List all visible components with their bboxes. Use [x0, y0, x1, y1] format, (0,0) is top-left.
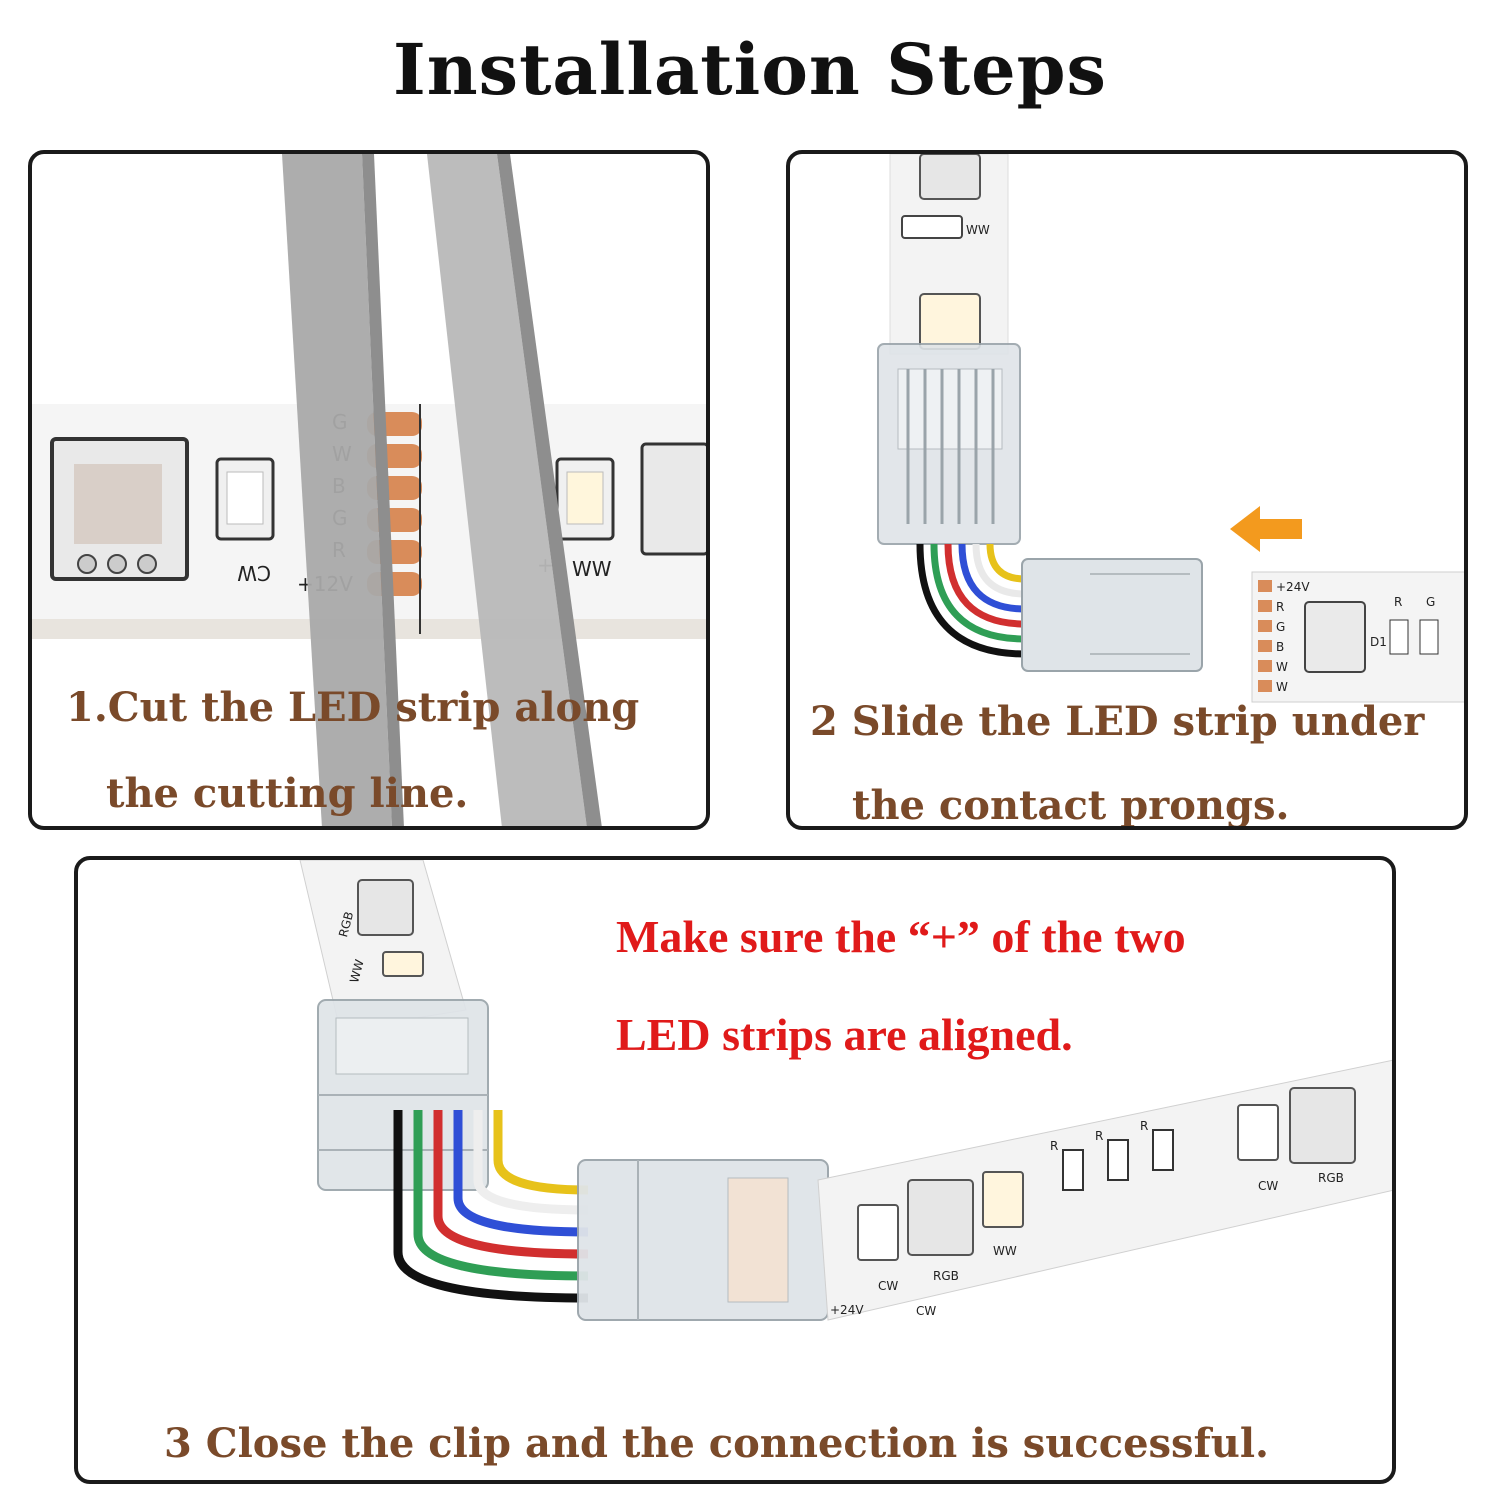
svg-text:CW: CW — [878, 1279, 898, 1293]
alignment-note-line-2: LED strips are aligned. — [616, 1009, 1073, 1060]
svg-text:G: G — [1276, 620, 1285, 634]
page-title: Installation Steps — [393, 28, 1107, 111]
svg-text:R: R — [1394, 595, 1402, 609]
step-1-caption-line-1: 1.Cut the LED strip along — [66, 684, 640, 731]
svg-text:CW: CW — [916, 1304, 936, 1318]
connector-clip-horizontal — [1021, 558, 1203, 672]
svg-text:CW: CW — [237, 561, 271, 585]
svg-text:R: R — [1276, 600, 1284, 614]
step-2-caption-line-1: 2 Slide the LED strip under — [810, 698, 1425, 745]
connector-clip-upper — [317, 999, 489, 1191]
svg-text:W: W — [1276, 680, 1288, 694]
alignment-note-line-1: Make sure the “+” of the two — [616, 911, 1186, 962]
step-2-illustration: WW — [877, 154, 1464, 703]
svg-text:RGB: RGB — [933, 1269, 959, 1283]
svg-text:WW: WW — [993, 1244, 1017, 1258]
svg-text:R: R — [1140, 1119, 1148, 1133]
svg-text:CW: CW — [1258, 1179, 1278, 1193]
step-2-caption-line-2: the contact prongs. — [852, 782, 1290, 829]
slide-direction-arrow — [1230, 506, 1302, 552]
svg-text:G: G — [1426, 595, 1435, 609]
svg-text:WW: WW — [347, 958, 367, 985]
step-1-illustration: CW G W B G R +12V WW + — [32, 154, 706, 826]
connector-wires — [916, 543, 1026, 658]
svg-text:RGB: RGB — [336, 910, 356, 939]
step-2-panel: WW — [786, 150, 1468, 830]
step-1-panel: CW G W B G R +12V WW + 1.Cut the LED str… — [28, 150, 710, 830]
step-1-caption-line-2: the cutting line. — [106, 770, 469, 817]
connector-clip-lower — [577, 1159, 829, 1321]
svg-text:R: R — [1050, 1139, 1058, 1153]
svg-text:WW: WW — [966, 223, 990, 237]
connector-clip-vertical — [877, 343, 1021, 545]
svg-text:R: R — [1095, 1129, 1103, 1143]
incoming-strip-pads — [1258, 580, 1272, 692]
scissor-blade-left — [282, 154, 392, 826]
svg-text:+24V: +24V — [830, 1303, 864, 1317]
svg-text:+24V: +24V — [1276, 580, 1310, 594]
step-3-caption: 3 Close the clip and the connection is s… — [164, 1420, 1269, 1467]
step-3-panel: RGB WW CW RGB WW — [74, 856, 1396, 1484]
step-3-illustration: RGB WW CW RGB WW — [299, 860, 1392, 1321]
svg-text:RGB: RGB — [1318, 1171, 1344, 1185]
connector-wires-l-shape — [393, 1110, 589, 1303]
svg-text:D1: D1 — [1370, 635, 1387, 649]
scissor-blade-right — [427, 154, 587, 826]
svg-text:W: W — [1276, 660, 1288, 674]
svg-text:B: B — [1276, 640, 1284, 654]
svg-text:WW: WW — [572, 557, 612, 581]
